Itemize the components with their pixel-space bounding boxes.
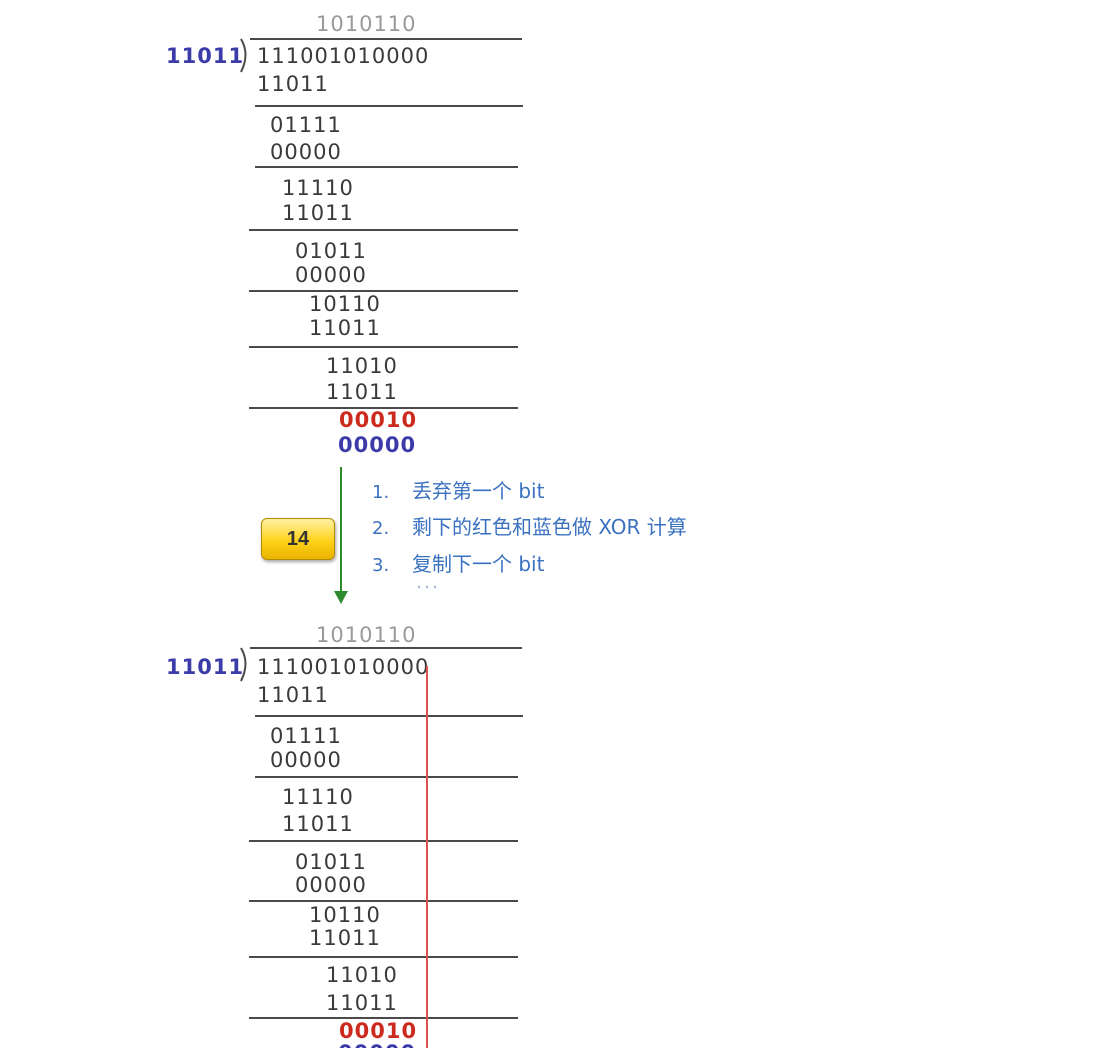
work-row: 00000 bbox=[270, 748, 342, 772]
work-row: 11011 bbox=[282, 812, 354, 836]
rule-line bbox=[255, 166, 518, 168]
rule-line bbox=[249, 840, 518, 842]
divisor: 11011 bbox=[166, 44, 245, 68]
rule-line bbox=[249, 407, 518, 409]
work-row: 11011 bbox=[326, 991, 398, 1015]
remainder-red: 00010 bbox=[339, 1019, 418, 1043]
step-number: 3. bbox=[372, 555, 390, 576]
rule-line bbox=[249, 1017, 518, 1019]
quotient: 1010110 bbox=[316, 623, 417, 647]
remainder-blue: 00000 bbox=[338, 1041, 416, 1048]
divisor: 11011 bbox=[166, 655, 245, 679]
work-row: 11011 bbox=[257, 72, 329, 96]
work-row: 01011 bbox=[295, 239, 367, 263]
division-bracket bbox=[240, 647, 247, 682]
work-row: 10110 bbox=[309, 903, 381, 927]
work-row: 11011 bbox=[309, 926, 381, 950]
step-number: 2. bbox=[372, 518, 390, 539]
rule-line bbox=[255, 776, 518, 778]
work-row: 00000 bbox=[295, 873, 367, 897]
down-arrow-icon bbox=[334, 467, 348, 604]
rule-line bbox=[255, 715, 523, 717]
division-bar bbox=[250, 38, 522, 40]
step-text: 丢弃第一个 bit bbox=[412, 479, 545, 503]
work-row: 00000 bbox=[270, 140, 342, 164]
work-row: 01011 bbox=[295, 850, 367, 874]
remainder-blue: 00000 bbox=[338, 433, 417, 457]
long-division-bottom: 1010110 11011 111001010000 11011 01111 0… bbox=[0, 611, 1108, 1048]
work-row: 11011 bbox=[309, 316, 381, 340]
work-row: 00000 bbox=[295, 263, 367, 287]
work-row: 11011 bbox=[257, 683, 329, 707]
long-division-top: 1010110 11011 111001010000 11011 01111 0… bbox=[0, 0, 1108, 470]
work-row: 10110 bbox=[309, 292, 381, 316]
work-row: 01111 bbox=[270, 113, 342, 137]
dividend: 111001010000 bbox=[257, 44, 430, 68]
bit-guide-line bbox=[426, 666, 428, 1048]
work-row: 11011 bbox=[282, 201, 354, 225]
step-number: 1. bbox=[372, 482, 390, 503]
work-row: 11010 bbox=[326, 354, 398, 378]
rule-line bbox=[249, 956, 518, 958]
division-bracket bbox=[240, 38, 247, 73]
step-item: 2. 剩下的红色和蓝色做 XOR 计算 bbox=[372, 511, 687, 540]
work-row: 11110 bbox=[282, 785, 354, 809]
work-row: 11110 bbox=[282, 176, 354, 200]
quotient: 1010110 bbox=[316, 12, 417, 36]
step-text: 复制下一个 bit bbox=[412, 552, 545, 576]
work-row: 01111 bbox=[270, 724, 342, 748]
remainder-red: 00010 bbox=[339, 408, 418, 432]
rule-line bbox=[249, 290, 518, 292]
step-counter-badge: 14 bbox=[261, 518, 335, 560]
division-bar bbox=[250, 647, 522, 649]
step-text: 剩下的红色和蓝色做 XOR 计算 bbox=[412, 515, 687, 539]
step-item: 3. 复制下一个 bit bbox=[372, 548, 544, 577]
rule-line bbox=[249, 900, 518, 902]
work-row: 11011 bbox=[326, 380, 398, 404]
dividend: 111001010000 bbox=[257, 655, 430, 679]
rule-line bbox=[249, 346, 518, 348]
step-item: 1. 丢弃第一个 bit bbox=[372, 475, 544, 504]
cut-off-text-fragment bbox=[417, 585, 437, 589]
rule-line bbox=[255, 105, 523, 107]
rule-line bbox=[249, 229, 518, 231]
work-row: 11010 bbox=[326, 963, 398, 987]
